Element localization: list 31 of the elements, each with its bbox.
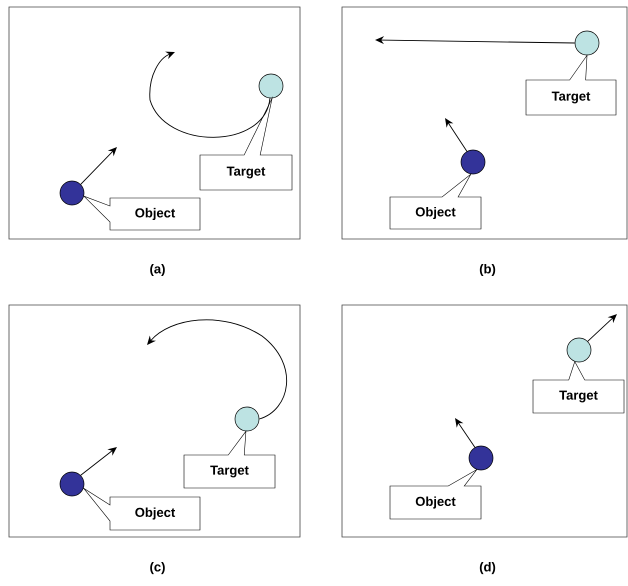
circle-marker — [468, 446, 494, 470]
callout-box: Object — [82, 195, 200, 230]
arrow — [445, 118, 468, 152]
callout-box: Object — [390, 172, 482, 230]
circle-marker — [566, 338, 592, 362]
arrow — [80, 147, 117, 185]
circle-marker — [460, 150, 486, 174]
panel-caption: (c) — [150, 562, 165, 574]
panel-frame — [342, 6, 628, 240]
circle-marker — [60, 180, 84, 206]
arrow — [147, 319, 287, 420]
panel-frame — [342, 304, 628, 538]
circle-marker — [60, 472, 84, 496]
panel-caption: (d) — [480, 562, 496, 574]
circle-marker — [258, 74, 284, 98]
callout-box: Target — [184, 430, 276, 488]
circle-marker — [574, 30, 600, 56]
callout-box: Target — [532, 360, 624, 414]
arrow — [80, 447, 117, 476]
panel-caption: (b) — [480, 264, 496, 276]
panel-frame — [8, 304, 300, 538]
circle-marker — [234, 406, 260, 432]
panel-caption: (a) — [150, 264, 165, 276]
arrow — [587, 314, 617, 342]
callout-box: Target — [526, 54, 616, 116]
arrow — [149, 52, 270, 138]
callout-box: Object — [82, 487, 200, 530]
callout-box: Target — [200, 96, 292, 190]
panel-frame — [8, 6, 300, 240]
arrow — [455, 418, 476, 448]
callout-box: Object — [390, 468, 482, 520]
